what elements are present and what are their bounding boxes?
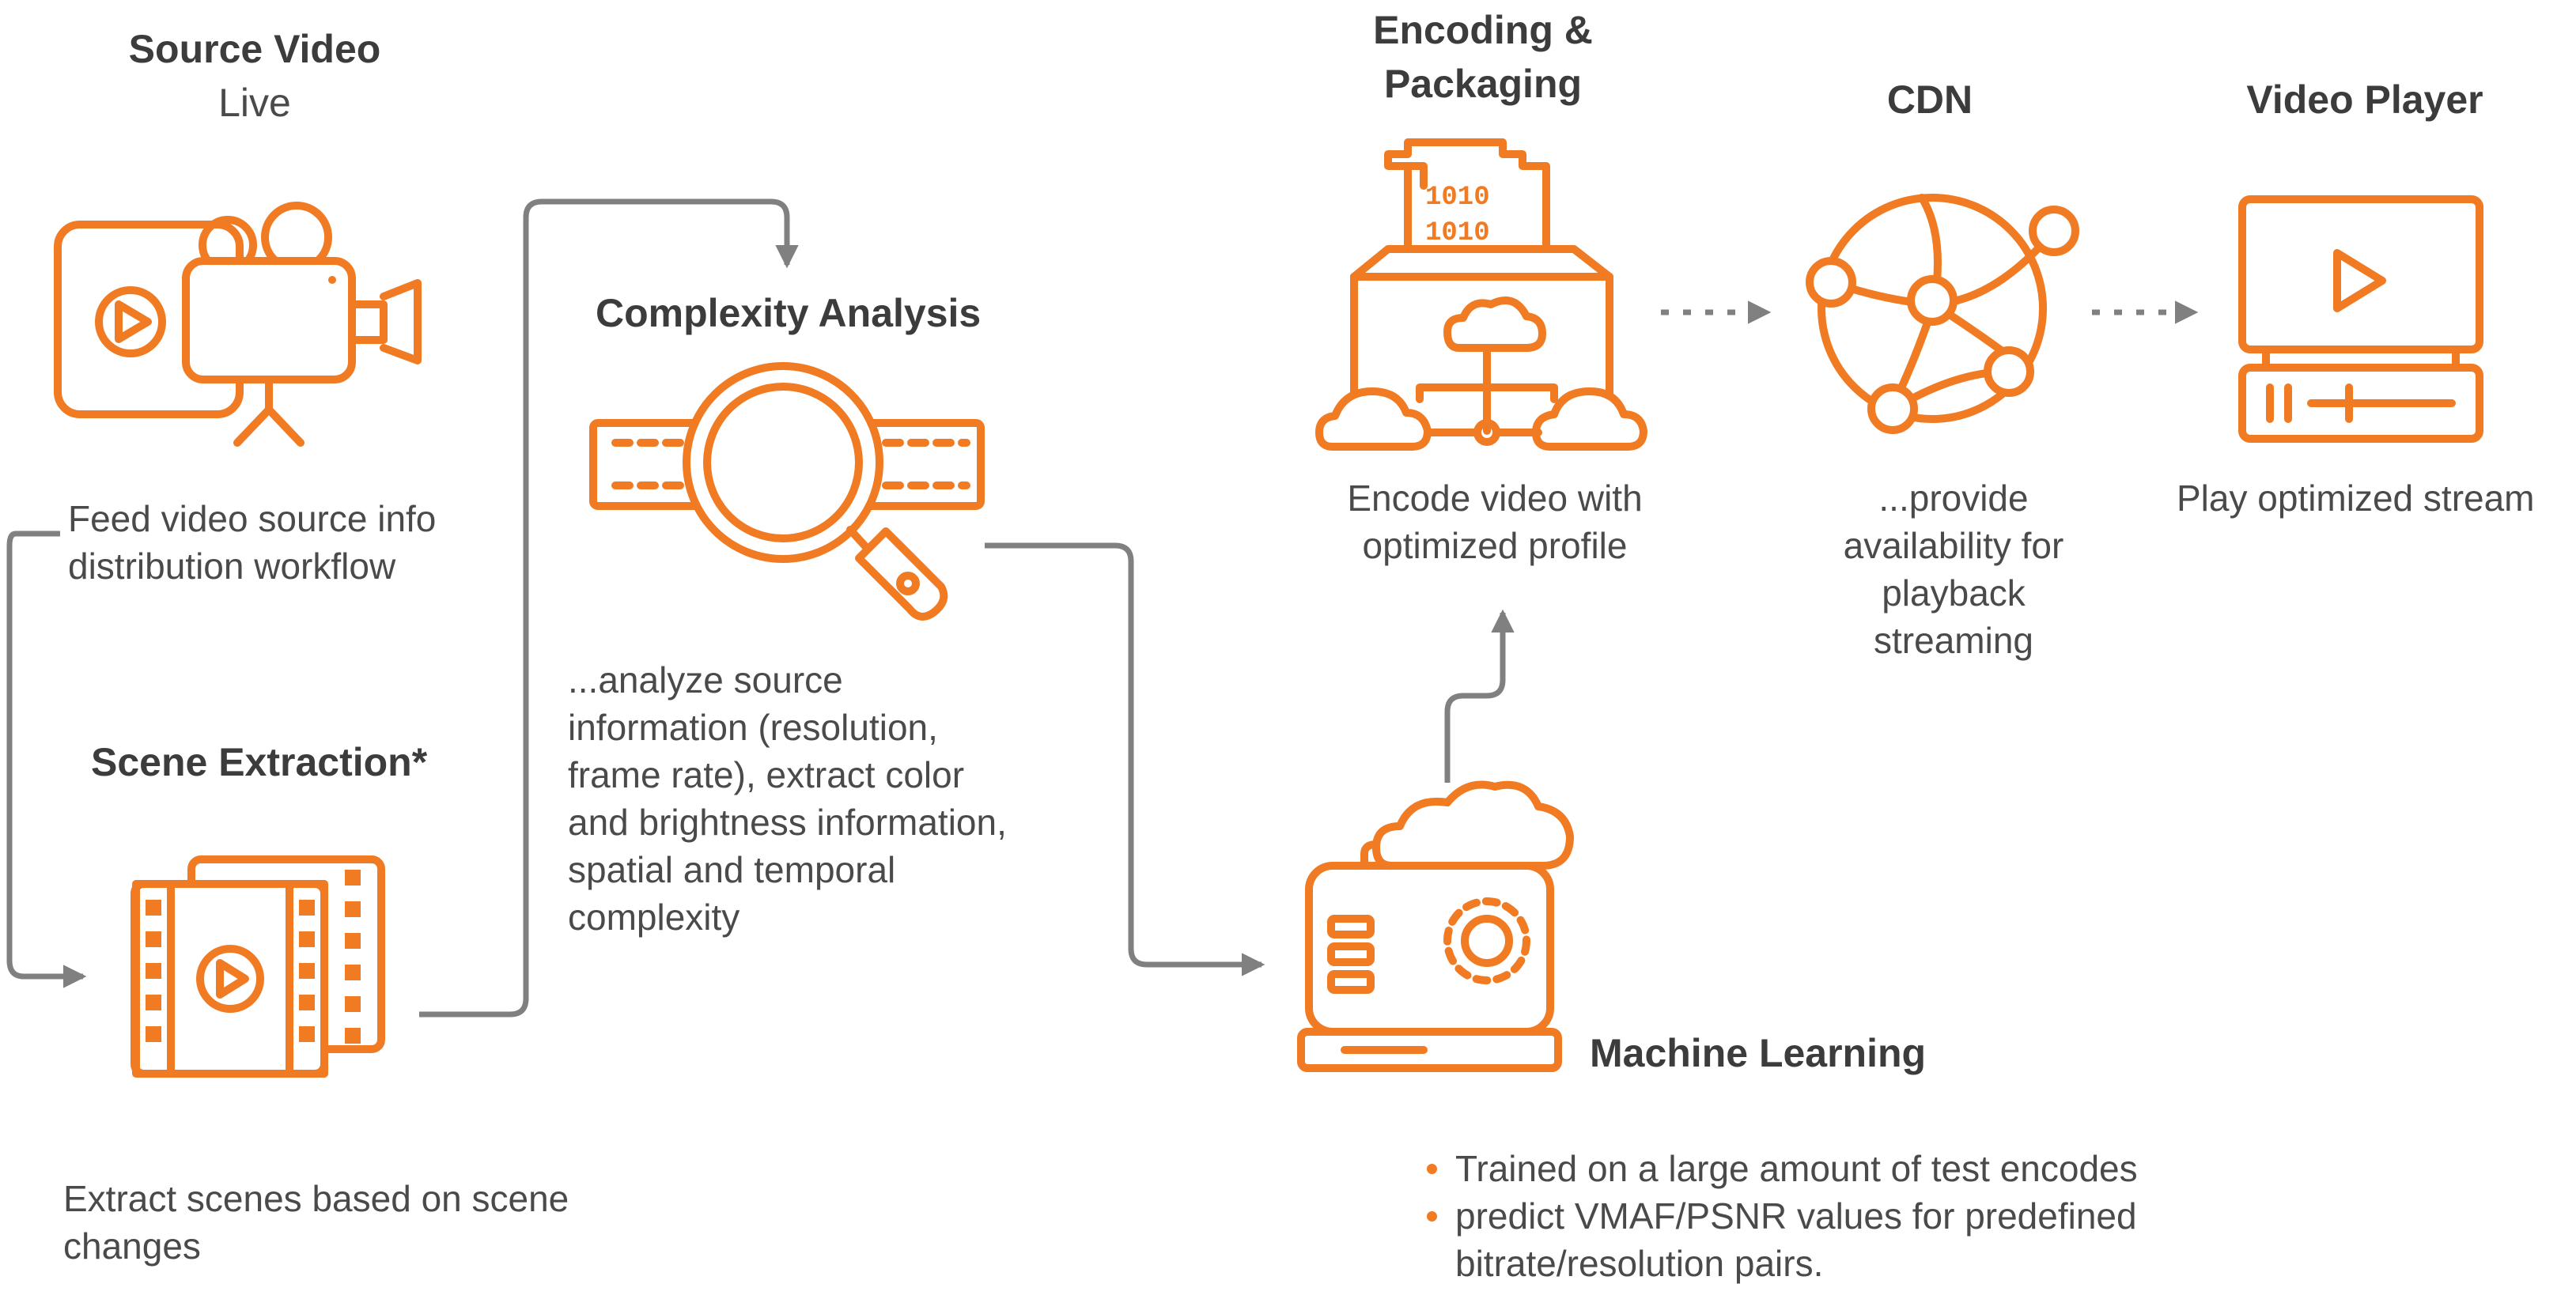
machine-learning-bullets: Trained on a large amount of test encode… [1424,1145,2138,1287]
encoding-packaging-title-line-2: Packaging [1383,62,1583,106]
video-player-title: Video Player [2246,77,2483,122]
svg-text:1010: 1010 [1425,183,1490,213]
connector-scene-to-analysis [419,198,799,1018]
magnifier-film-icon [589,362,985,621]
source-video-description-line-2: distribution workflow [68,546,396,587]
connector-analysis-to-ml [985,542,1265,976]
complexity-analysis-description-line-5: spatial and temporal [568,849,896,890]
scene-extraction-description-line-2: changes [63,1225,201,1267]
encoding-packaging-description-line-2: optimized profile [1362,525,1628,566]
complexity-analysis-description-line-3: frame rate), extract color [568,754,965,795]
cdn-description-line-1: ...provide [1878,478,2029,519]
source-video-description-line-1: Feed video source info [68,498,437,539]
connector-ml-to-encoding [1444,609,1515,783]
svg-text:1010: 1010 [1425,218,1490,248]
complexity-analysis-title: Complexity Analysis [596,291,982,335]
video-player-description: Play optimized stream [2177,478,2535,519]
connector-source-to-scene [6,531,87,988]
network-globe-icon [1806,194,2079,434]
encoding-packaging-title-line-1: Encoding & [1373,8,1593,52]
scene-extraction-title: Scene Extraction* [91,740,428,784]
complexity-analysis-description-line-2: information (resolution, [568,707,938,748]
video-camera-icon [54,202,422,447]
machine-learning-bullet-2: predict VMAF/PSNR values for predefined [1424,1192,2138,1240]
cdn-description-line-2: availability for [1843,525,2064,566]
complexity-analysis-description-line-1: ...analyze source [568,659,843,700]
film-strip-icon [131,855,385,1078]
scene-extraction-description-line-1: Extract scenes based on scene [63,1178,569,1219]
complexity-analysis-description-line-6: complexity [568,897,740,938]
source-video-title: Source Video [128,27,381,71]
complexity-analysis-description-line-4: and brightness information, [568,802,1007,843]
machine-learning-bullet-1: Trained on a large amount of test encode… [1424,1145,2138,1192]
video-player-monitor-icon [2238,195,2483,443]
machine-learning-bullet-2-continued: bitrate/resolution pairs. [1455,1243,1824,1284]
cloud-encoding-box-icon: 1010 1010 [1315,138,1647,451]
cdn-description-line-3: playback [1882,572,2026,614]
source-video-subtitle: Live [218,81,291,125]
cloud-gear-server-icon [1297,780,1574,1072]
cdn-description-line-4: streaming [1874,620,2033,661]
cdn-title: CDN [1886,77,1973,122]
connectors [6,198,2199,1018]
encoding-packaging-description-line-1: Encode video with [1347,478,1643,519]
machine-learning-title: Machine Learning [1590,1031,1927,1075]
